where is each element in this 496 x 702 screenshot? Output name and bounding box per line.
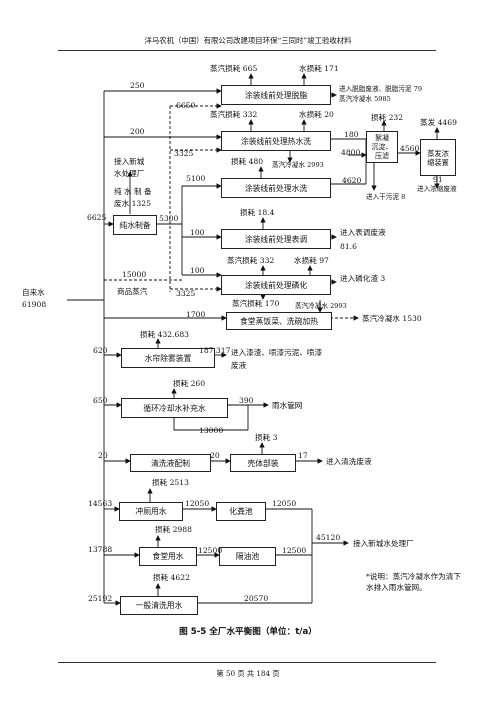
flow-label: 水损耗 97 — [294, 256, 329, 265]
flow-label: 1700 — [186, 310, 206, 319]
flow-label: 5300 — [159, 214, 179, 223]
flow-label: 蒸汽冷凝水 5985 — [339, 95, 391, 103]
flow-label: 13000 — [199, 426, 224, 435]
flow-label: 20 — [98, 451, 108, 460]
page-header: 洋马农机（中国）有限公司改建项目环保“三同时”竣工验收材料 — [144, 36, 352, 45]
flow-label: 3325 — [176, 289, 196, 298]
flow-label: 91 — [433, 175, 443, 184]
flow-label: 200 — [130, 127, 145, 136]
box-septic-tank: 化粪池 — [216, 502, 266, 521]
figure-caption: 图 5-5 全厂水平衡图（单位：t/a） — [179, 627, 317, 637]
flow-label: 损耗 260 — [173, 379, 206, 388]
flow-label: 45120 — [316, 533, 341, 542]
flow-label: 6625 — [87, 213, 107, 222]
flow-label: 蒸汽损耗 332 — [227, 256, 275, 265]
flow-label: 4560 — [400, 144, 420, 153]
flow-label: 接入新城 — [114, 157, 145, 166]
flow-label: 损耗 2988 — [155, 525, 192, 534]
flow-label: 3325 — [174, 149, 194, 158]
flow-label: 12050 — [272, 499, 297, 508]
flow-label: 商品蒸汽 — [117, 287, 148, 296]
flow-label: 进入漆渣、喷漆污泥、喷漆 — [231, 348, 323, 357]
flow-label: 进入磷化渣 3 — [340, 274, 386, 283]
box-grease-trap: 隔油池 — [219, 547, 276, 566]
footer-rule — [58, 662, 436, 663]
source-label: 自来水 — [22, 288, 45, 297]
flow-label: 蒸汽冷凝水 2993 — [272, 161, 324, 169]
flow-label: 13788 — [88, 545, 113, 554]
box-pure-water: 纯水制备 — [113, 215, 157, 235]
flow-label: 蒸汽冷凝水 2993 — [295, 302, 347, 310]
flow-label: 损耗 480 — [231, 157, 264, 166]
flow-label: 蒸汽损耗 665 — [210, 64, 258, 73]
flow-label: 进入清洗废液 — [326, 457, 372, 466]
box-paint-mist: 水帘除雾装置 — [121, 348, 215, 368]
source-value: 61908 — [22, 300, 47, 309]
box-water-wash: 涂装线前处理水洗 — [221, 178, 331, 198]
box-shell-assembly: 壳体部装 — [230, 454, 296, 472]
flow-label: 180 — [344, 130, 359, 139]
flow-label: 390 — [239, 396, 254, 405]
flow-label: 损耗 2513 — [152, 478, 189, 487]
flow-label: 187.317 — [199, 346, 231, 355]
flow-label: 81.6 — [340, 242, 357, 251]
box-evaporator: 蒸发浓 缩装置 — [420, 139, 456, 176]
note: *说明：蒸汽冷凝水作为清下水排入雨水管网。 — [366, 572, 461, 592]
flow-label: 进入脱脂废液、脱脂污泥 79 — [339, 85, 423, 93]
flow-label: 纯 水 制 备 — [114, 187, 152, 196]
flow-label: 水损耗 20 — [299, 110, 334, 119]
flow-label: 损耗 232 — [371, 113, 404, 122]
flow-label: 进入干污泥 8 — [366, 193, 406, 201]
flow-label: 损耗 4622 — [153, 573, 190, 582]
flow-label: 蒸汽损耗 332 — [210, 110, 258, 119]
flow-label: 蒸汽损耗 170 — [232, 299, 280, 308]
flow-label: 损耗 18.4 — [240, 208, 275, 217]
flow-label: 20 — [210, 451, 220, 460]
flow-label: 水处理厂 — [114, 169, 145, 178]
box-coagulation: 絮凝 沉淀、 压滤 — [366, 131, 398, 163]
flow-label: 12500 — [282, 546, 307, 555]
flow-label: 损耗 3 — [255, 433, 278, 442]
flow-label: 进入表调废液 — [340, 228, 386, 237]
flow-label: 20570 — [244, 594, 269, 603]
flow-label: 100 — [190, 266, 205, 275]
box-canteen-steam: 食堂蒸饭菜、洗碗加热 — [226, 312, 332, 330]
box-canteen-water: 食堂用水 — [139, 547, 197, 566]
box-toilet: 冲厕用水 — [119, 502, 183, 521]
flow-label: 雨水管网 — [272, 401, 303, 410]
box-surface-conditioning: 涂装线前处理表调 — [221, 229, 331, 249]
flow-label: 4800 — [341, 148, 361, 157]
flow-label: 12500 — [198, 546, 223, 555]
flow-label: 15000 — [122, 270, 147, 279]
box-hot-wash: 涂装线前处理热水洗 — [221, 131, 331, 151]
flow-label: 14563 — [88, 499, 113, 508]
flow-label: 250 — [130, 81, 145, 90]
box-phosphating: 涂装线前处理磷化 — [221, 275, 331, 295]
flow-label: 接入新城水处理厂 — [353, 539, 414, 548]
flow-label: 4620 — [342, 176, 362, 185]
flow-label: 蒸汽冷凝水 1530 — [362, 314, 422, 323]
flow-label: 12050 — [185, 499, 210, 508]
flow-label: 进入浓缩废液 — [417, 185, 457, 193]
box-cleaner-prep: 清洗液配制 — [130, 454, 211, 472]
flow-label: 650 — [93, 396, 108, 405]
flow-label: 5100 — [186, 174, 206, 183]
flow-label: 水损耗 171 — [299, 64, 339, 73]
flow-label: 17 — [298, 451, 308, 460]
flow-label: 100 — [190, 228, 205, 237]
flow-label: 蒸发 4469 — [420, 118, 457, 127]
box-degrease: 涂装线前处理脱脂 — [221, 85, 331, 105]
flow-label: 废水 1325 — [114, 199, 151, 208]
box-cooling-water: 循环冷却水补充水 — [121, 398, 228, 418]
flow-label: 6650 — [176, 101, 196, 110]
page-footer: 第 50 页 共 184 页 — [216, 669, 280, 678]
flow-label: 废液 — [231, 361, 247, 370]
flow-label: 620 — [93, 346, 108, 355]
flow-label: 25192 — [88, 594, 113, 603]
flow-label: 损耗 432.683 — [140, 330, 190, 339]
header-rule — [58, 50, 436, 51]
box-general-cleaning: 一般清洗用水 — [120, 596, 198, 615]
